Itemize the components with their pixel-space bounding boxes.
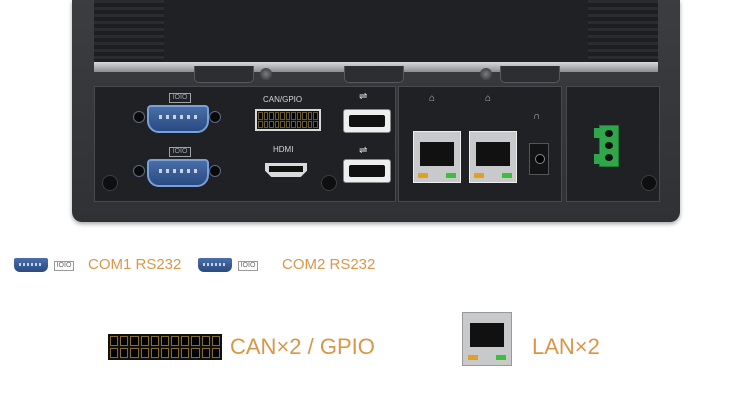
mount-knob bbox=[260, 68, 272, 80]
audio-jack bbox=[529, 143, 549, 175]
can-gpio-legend-icon bbox=[108, 334, 222, 360]
can-gpio-header bbox=[255, 109, 321, 131]
power-terminal-block bbox=[594, 125, 619, 167]
network-icon: ⌂ bbox=[429, 93, 436, 104]
heatsink-panel bbox=[94, 0, 658, 62]
com1-legend-label: COM1 RS232 bbox=[88, 256, 182, 273]
com1-screw bbox=[209, 111, 221, 123]
lan-port-panel: ⌂ ⌂ ∩ bbox=[398, 86, 562, 202]
lan-legend-label: LAN×2 bbox=[532, 334, 600, 359]
panel-screw bbox=[641, 175, 657, 191]
mount-tab bbox=[194, 66, 254, 83]
usb-icon: ⇌ bbox=[359, 145, 368, 156]
com2-port bbox=[147, 159, 209, 187]
power-terminal-panel bbox=[566, 86, 660, 202]
io-port-panel: IOIO IOIO CAN/GPIO HDMI ⇌ ⇌ bbox=[94, 86, 396, 202]
com1-legend-symbol: IOIO bbox=[54, 261, 74, 271]
panel-screw bbox=[102, 175, 118, 191]
mount-tab bbox=[344, 66, 404, 83]
network-icon: ⌂ bbox=[485, 93, 492, 104]
heatsink-fins-right bbox=[588, 0, 658, 62]
hdmi-label: HDMI bbox=[273, 145, 294, 154]
com2-screw bbox=[133, 165, 145, 177]
mount-knob bbox=[480, 68, 492, 80]
com2-legend-label: COM2 RS232 bbox=[282, 256, 376, 273]
com1-port bbox=[147, 105, 209, 133]
heatsink-fins-left bbox=[94, 0, 164, 62]
headphone-icon: ∩ bbox=[533, 111, 541, 122]
com1-symbol: IOIO bbox=[169, 93, 191, 103]
lan-port bbox=[469, 131, 517, 183]
com1-legend-icon bbox=[14, 258, 48, 272]
usb-icon: ⇌ bbox=[359, 91, 368, 102]
hdmi-port bbox=[265, 163, 307, 177]
usb-port bbox=[343, 159, 391, 183]
lan-legend-icon bbox=[462, 312, 512, 366]
can-gpio-legend-label: CAN×2 / GPIO bbox=[230, 334, 375, 359]
panel-screw bbox=[321, 175, 337, 191]
com1-screw bbox=[133, 111, 145, 123]
com2-screw bbox=[209, 165, 221, 177]
industrial-pc-rear-panel: IOIO IOIO CAN/GPIO HDMI ⇌ ⇌ ⌂ ⌂ bbox=[72, 0, 680, 222]
usb-port bbox=[343, 109, 391, 133]
mount-tab bbox=[500, 66, 560, 83]
lan-port bbox=[413, 131, 461, 183]
com2-legend-icon bbox=[198, 258, 232, 272]
com2-symbol: IOIO bbox=[169, 147, 191, 157]
can-gpio-label: CAN/GPIO bbox=[263, 95, 303, 104]
com2-legend-symbol: IOIO bbox=[238, 261, 258, 271]
